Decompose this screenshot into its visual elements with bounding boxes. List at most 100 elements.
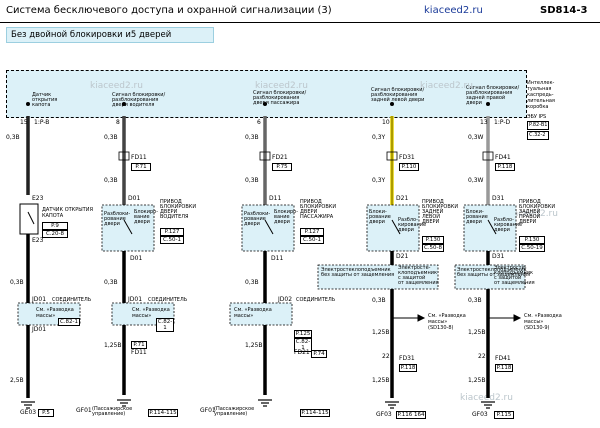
col0-wire4: 2,5B: [10, 377, 24, 384]
col0-ground-ref: P.5: [38, 409, 54, 417]
col3-ground-ref: P.116 164: [396, 411, 426, 419]
col0-wire3: JD01: [32, 326, 47, 333]
col3-ref-a: P.130: [422, 236, 444, 244]
col3-conn-ref: P.110: [399, 163, 419, 171]
col3-wire4: 1,25B: [372, 329, 390, 336]
col1-wire4: 1,25B: [104, 342, 122, 349]
col2-joint: JD02: [278, 296, 293, 303]
col3-sub-conn: FD31: [399, 355, 415, 362]
col4-pin-lower: 22: [478, 353, 486, 360]
col3-conn: FD31: [399, 154, 415, 161]
col4-pin-label: 1:P-D: [494, 119, 511, 126]
col1-conn2b: D01: [130, 255, 143, 262]
col2-ground: GF01: [200, 407, 216, 414]
watermark-2: kiaceed2.ru: [255, 81, 308, 91]
watermark-3: kiaceed2.ru: [420, 81, 473, 91]
col1-wire2: 0,3B: [104, 177, 118, 184]
col3-conn2b: D21: [396, 253, 409, 260]
col4-wire: 0,3W: [468, 134, 484, 141]
col0-conn-ref2: C.20-8: [42, 230, 68, 238]
col2-see-ref2: C.82-1: [294, 338, 312, 352]
col4-wire2: 0,3W: [468, 177, 484, 184]
col1-joint-label: СОЕДИНИТЕЛЬ: [148, 297, 188, 303]
col0-conn2: E23: [32, 237, 44, 244]
col0-joint: JD01: [32, 296, 47, 303]
col2-see-ref: P.125: [294, 330, 312, 338]
col0-wire: 0,3B: [6, 134, 20, 141]
col2-conn2: D11: [269, 195, 282, 202]
col2-wire2: 0,3B: [245, 177, 259, 184]
col3-ref-b: C.50-8: [422, 244, 444, 252]
col4-conn-ref: P.118: [495, 163, 515, 171]
col2-ref-b: C.50-1: [300, 236, 324, 244]
col2-conn: FD21: [272, 154, 288, 161]
col0-wire2: 0,3B: [10, 279, 24, 286]
col1-wire: 0,3B: [104, 134, 118, 141]
diagram-title: Система бесключевого доступа и охранной …: [6, 5, 332, 16]
col0-see-ref: C.82-1: [58, 318, 80, 326]
wires-upper: [26, 116, 490, 205]
col1-joint: JD01: [128, 296, 143, 303]
col1-ref-b: C.50-1: [160, 236, 184, 244]
col4-wire4: 1,25B: [468, 329, 486, 336]
col0-pin: 15: [20, 119, 28, 126]
col4-wire3: 0,3B: [468, 297, 482, 304]
col2-wire: 0,3B: [245, 134, 259, 141]
col4-sub-conn: FD41: [495, 355, 511, 362]
col0-ground: GE03: [20, 409, 37, 416]
col1-conn: FD11: [131, 154, 147, 161]
col1-ref-a: P.127: [160, 228, 184, 236]
col3-conn2: D21: [396, 195, 409, 202]
col2-sub-conn: FD21: [294, 349, 310, 356]
variant-label: Без двойной блокировки и5 дверей: [6, 27, 214, 43]
col3-wire: 0,3Y: [372, 134, 386, 141]
col1-sub-ref: P.71: [131, 341, 147, 349]
col3-wire2: 0,3Y: [372, 177, 386, 184]
col1-conn-ref: P.71: [131, 163, 151, 171]
col3-wire3: 0,3B: [372, 297, 386, 304]
col3-wire5: 1,25B: [372, 377, 390, 384]
col3-ground: GF03: [376, 411, 392, 418]
col1-conn2: D01: [128, 195, 141, 202]
col4-conn2b: D31: [492, 253, 505, 260]
col3-pin: 10: [382, 119, 390, 126]
col2-ref-a: P.127: [300, 228, 324, 236]
col4-conn2: D31: [492, 195, 505, 202]
diagram-code: SD814-3: [540, 5, 588, 16]
col2-conn2b: D11: [271, 255, 284, 262]
col0-pin-label: 1:P-B: [34, 119, 50, 126]
col4-ground: GF03: [472, 411, 488, 418]
col1-ground-ref: P.114-115: [148, 409, 178, 417]
col3-pin-lower: 22: [382, 353, 390, 360]
col1-pin: 8: [116, 119, 120, 126]
col0-conn: E23: [32, 195, 44, 202]
col4-ref-a: P.130: [519, 236, 545, 244]
col1-wire3: 0,3B: [104, 279, 118, 286]
col1-see-ref: C.82-1: [156, 318, 174, 332]
